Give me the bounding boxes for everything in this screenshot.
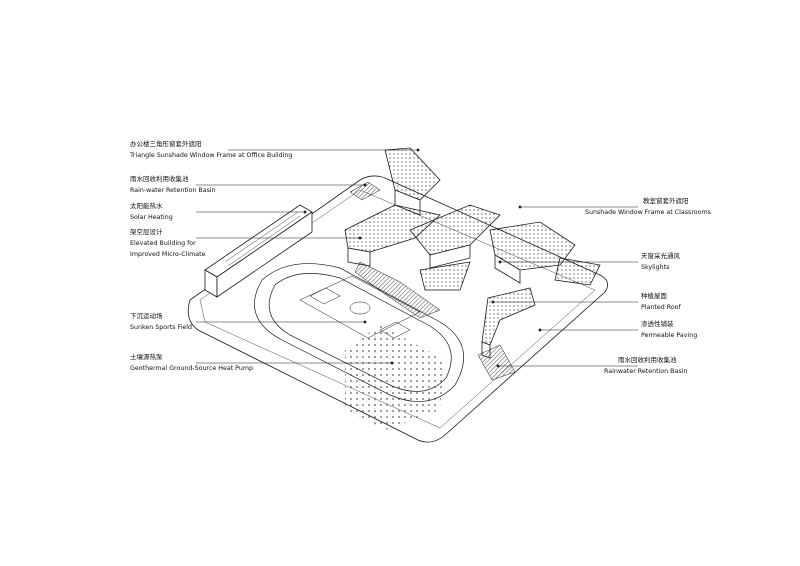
label-zh: 下沉运动场 bbox=[130, 312, 163, 320]
geothermal-field bbox=[344, 325, 445, 430]
school-building bbox=[344, 147, 601, 359]
label-rainwater-basin-left: 雨水回收利用收集池 Rain-water Retention Basin bbox=[130, 174, 216, 196]
leader-lines-right bbox=[491, 205, 638, 368]
label-elevated-building: 架空层设计 Elevated Building for Improved Mic… bbox=[130, 227, 205, 260]
label-en: Planted Roof bbox=[641, 304, 681, 311]
label-en: Elevated Building for bbox=[130, 240, 196, 247]
label-classroom-sunshade: 教室窗套外遮阳 Sunshade Window Frame at Classro… bbox=[585, 196, 711, 218]
label-en: Solar Heating bbox=[130, 214, 173, 221]
label-zh: 天窗采光通风 bbox=[641, 252, 680, 260]
label-geothermal: 土壤源热泵 Geothermal Ground-Source Heat Pump bbox=[130, 352, 253, 374]
label-en: Sunken Sports Field bbox=[130, 324, 192, 331]
label-triangle-sunshade: 办公楼三角形窗套外遮阳 Triangle Sunshade Window Fra… bbox=[130, 139, 292, 161]
label-permeable-paving: 渗透性铺装 Permeable Paving bbox=[641, 319, 697, 341]
label-zh: 雨水回收利用收集池 bbox=[618, 356, 677, 364]
label-zh: 土壤源热泵 bbox=[130, 353, 163, 361]
label-zh: 渗透性铺装 bbox=[641, 320, 674, 328]
label-sunken-sports-field: 下沉运动场 Sunken Sports Field bbox=[130, 311, 192, 333]
label-en: Sunshade Window Frame at Classrooms bbox=[585, 209, 711, 216]
label-en: Permeable Paving bbox=[641, 332, 698, 339]
label-zh: 种植屋面 bbox=[641, 292, 667, 300]
label-zh: 太阳能热水 bbox=[130, 202, 163, 210]
label-en-line2: Improved Micro-Climate bbox=[130, 251, 206, 258]
label-en: Geothermal Ground-Source Heat Pump bbox=[130, 365, 253, 372]
site-base bbox=[187, 175, 608, 443]
label-rainwater-basin-right: 雨水回收利用收集池 Rainwater Retention Basin bbox=[604, 355, 687, 377]
label-en: Skylights bbox=[641, 264, 670, 271]
label-en: Rainwater Retention Basin bbox=[604, 368, 688, 375]
label-en: Rain-water Retention Basin bbox=[130, 187, 216, 194]
label-en: Triangle Sunshade Window Frame at Office… bbox=[130, 152, 293, 159]
terraces bbox=[354, 261, 516, 381]
label-zh: 架空层设计 bbox=[130, 228, 163, 236]
label-planted-roof: 种植屋面 Planted Roof bbox=[641, 291, 681, 313]
solar-panels bbox=[349, 181, 381, 201]
label-skylights: 天窗采光通风 Skylights bbox=[641, 251, 680, 273]
label-zh: 雨水回收利用收集池 bbox=[130, 175, 189, 183]
label-zh: 教室窗套外遮阳 bbox=[643, 197, 689, 205]
left-building bbox=[204, 204, 313, 298]
label-solar-heating: 太阳能热水 Solar Heating bbox=[130, 201, 173, 223]
label-zh: 办公楼三角形窗套外遮阳 bbox=[130, 140, 202, 148]
leader-lines-left bbox=[196, 148, 420, 365]
